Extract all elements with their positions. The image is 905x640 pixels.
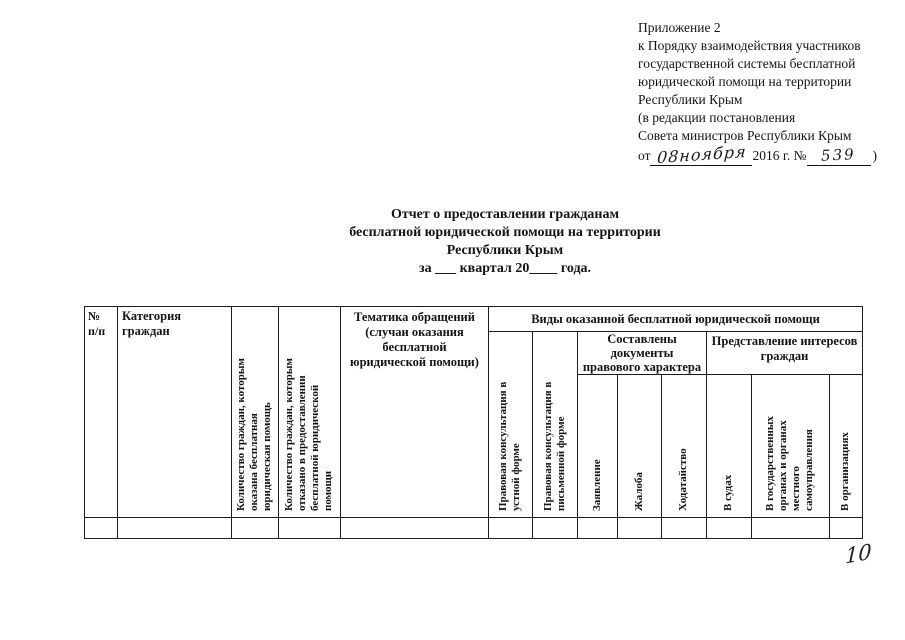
header-line: (случаи оказания: [365, 325, 464, 339]
empty-cell: [231, 517, 279, 539]
appendix-line: Приложение 2: [638, 20, 721, 35]
appendix-line: юридической помощи на территории: [638, 74, 852, 89]
header-count-denied: Количество граждан, которым отказано в п…: [278, 306, 341, 518]
header-in-courts: В судах: [706, 374, 752, 518]
header-line: помощи: [322, 470, 334, 511]
handwritten-date: 08ноября: [656, 141, 747, 168]
number-underline: 539: [806, 145, 871, 166]
header-line: правового характера: [582, 360, 702, 374]
header-line: Ходатайство: [677, 448, 689, 511]
header-line: устной форме: [510, 443, 522, 511]
date-suffix: ): [872, 148, 878, 163]
handwritten-page-number: 10: [844, 539, 872, 569]
header-line: Тематика обращений: [354, 310, 475, 324]
header-line: граждан: [760, 349, 809, 363]
empty-cell: [488, 517, 533, 539]
header-line: Количество граждан, которым: [235, 358, 247, 511]
appendix-line: (в редакции постановления: [638, 110, 796, 125]
title-line: за ___ квартал 20____ года.: [418, 261, 592, 276]
header-topic: Тематика обращений (случаи оказания бесп…: [340, 306, 489, 518]
appendix-line: Республики Крым: [638, 92, 743, 107]
header-line: отказано в предоставлении: [296, 375, 308, 511]
header-line: юридическая помощь: [261, 402, 273, 511]
empty-cell: [532, 517, 578, 539]
header-line: письменной форме: [554, 416, 567, 511]
appendix-block: Приложение 2 к Порядку взаимодействия уч…: [638, 19, 905, 168]
header-line: Количество граждан, которым: [283, 358, 295, 511]
header-aid-types: Виды оказанной бесплатной юридической по…: [488, 306, 863, 332]
header-petition: Ходатайство: [661, 374, 707, 518]
title-line: Отчет о предоставлении гражданам: [390, 207, 620, 222]
appendix-line: государственной системы бесплатной: [638, 56, 856, 71]
header-in-organizations: В организациях: [829, 374, 863, 518]
header-line: местного: [790, 466, 802, 511]
header-line: бесплатной: [382, 340, 447, 354]
header-line: юридической помощи): [350, 355, 479, 369]
empty-cell: [340, 517, 489, 539]
report-table: № п/п Категория граждан Количество гражд…: [84, 306, 863, 539]
header-in-state-bodies: В государственных органах и органах мест…: [751, 374, 830, 518]
header-num: № п/п: [84, 306, 118, 518]
empty-cell: [117, 517, 232, 539]
title-line: бесплатной юридической помощи на террито…: [349, 225, 661, 240]
date-middle: 2016 г. №: [752, 148, 807, 163]
empty-cell: [617, 517, 662, 539]
header-line: Заявление: [590, 459, 603, 511]
header-consult-oral: Правовая консультация в устной форме: [488, 331, 533, 518]
date-prefix: от: [638, 148, 651, 163]
header-docs-group: Составлены документы правового характера: [577, 331, 707, 375]
empty-cell: [278, 517, 341, 539]
header-line: Представление интересов: [711, 334, 858, 348]
header-statement: Заявление: [577, 374, 618, 518]
appendix-line: Совета министров Республики Крым: [638, 128, 852, 143]
header-num-line: №: [88, 309, 101, 323]
date-line: от 08ноября 2016 г. № 539): [638, 141, 905, 168]
header-line: Составлены: [607, 332, 677, 347]
header-representation-group: Представление интересов граждан: [706, 331, 863, 375]
header-count-provided: Количество граждан, которым оказана бесп…: [231, 306, 279, 518]
header-num-line: п/п: [88, 324, 106, 338]
empty-cell: [829, 517, 863, 539]
empty-row: [84, 517, 863, 539]
empty-cell: [577, 517, 618, 539]
handwritten-number: 539: [820, 145, 857, 165]
empty-cell: [751, 517, 830, 539]
header-line: оказана бесплатная: [248, 413, 260, 511]
header-line: бесплатной юридической: [309, 384, 321, 511]
header-line: самоуправления: [803, 429, 815, 511]
header-line: органах и органах: [777, 420, 789, 511]
appendix-line: к Порядку взаимодействия участников: [638, 38, 861, 53]
title-line: Республики Крым: [446, 243, 564, 258]
header-consult-written: Правовая консультация в письменной форме: [532, 331, 578, 518]
header-line: В государственных: [764, 416, 776, 511]
report-title: Отчет о предоставлении гражданам бесплат…: [105, 206, 905, 278]
header-line: В организациях: [839, 432, 851, 511]
header-complaint: Жалоба: [617, 374, 662, 518]
date-underline: 08ноября: [650, 141, 753, 168]
header-line: документы: [610, 346, 674, 360]
header-line: В судах: [722, 474, 734, 511]
empty-cell: [84, 517, 118, 539]
header-line: Жалоба: [632, 472, 645, 511]
empty-cell: [706, 517, 752, 539]
header-line: Правовая консультация в: [497, 381, 509, 511]
header-category: Категория граждан: [117, 306, 232, 518]
header-line: Правовая консультация в: [541, 381, 554, 511]
empty-cell: [661, 517, 707, 539]
